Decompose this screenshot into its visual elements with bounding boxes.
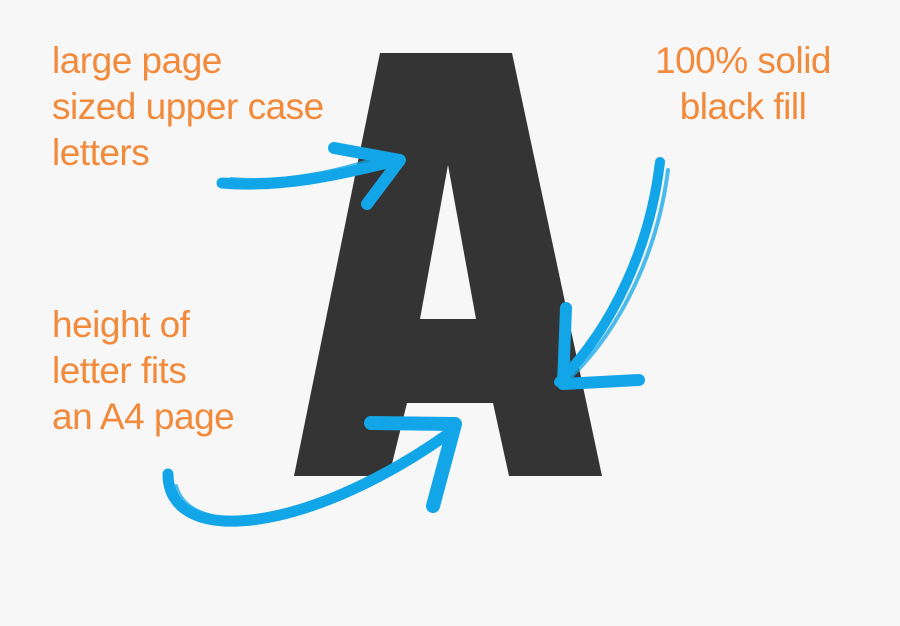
letter-a-shape [294, 53, 602, 476]
annotation-bottom-left: height of letter fits an A4 page [52, 302, 235, 440]
arrow-top-left [216, 142, 406, 210]
annotation-line: black fill [679, 86, 807, 127]
annotation-top-right: 100% solid black fill [655, 38, 832, 130]
annotation-top-left: large page sized upper case letters [52, 38, 324, 176]
annotation-line: letter fits [52, 350, 187, 391]
annotation-line: 100% solid [655, 40, 832, 81]
arrow-bottom-left [162, 416, 462, 527]
arrow-top-right [554, 157, 670, 390]
annotation-line: height of [52, 304, 190, 345]
annotation-line: an A4 page [52, 396, 235, 437]
annotation-line: letters [52, 132, 150, 173]
annotation-line: large page [52, 40, 222, 81]
annotation-line: sized upper case [52, 86, 324, 127]
